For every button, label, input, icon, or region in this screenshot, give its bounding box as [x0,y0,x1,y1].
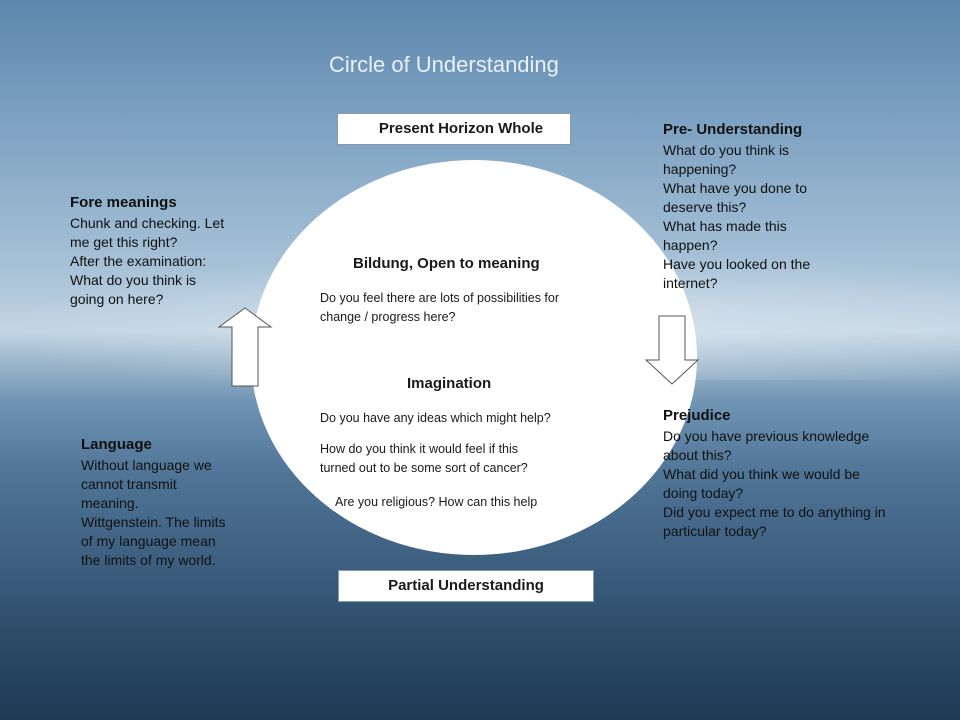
pre-understanding-line: happen? [663,237,718,253]
language-block: Language Without language we cannot tran… [81,435,225,570]
bildung-question: Do you feel there are lots of possibilit… [320,289,559,327]
language-line: cannot transmit [81,476,177,492]
prejudice-block: Prejudice Do you have previous knowledge… [663,406,886,541]
imagination-question-line: How do you think it would feel if this [320,442,519,456]
language-heading: Language [81,436,152,453]
language-line: of my language mean [81,533,216,549]
imagination-question-religious: Are you religious? How can this help [335,495,538,509]
fore-meanings-line: After the examination: [70,253,207,269]
language-line: meaning. [81,495,139,511]
present-horizon-whole-box: Present Horizon Whole [337,113,571,145]
up-arrow-icon [217,307,273,387]
prejudice-line: What did you think we would be [663,466,860,482]
fore-meanings-block: Fore meanings Chunk and checking. Let me… [70,193,224,309]
pre-understanding-line: Have you looked on the [663,256,811,272]
imagination-question-ideas: Do you have any ideas which might help? [320,411,551,425]
page-title: Circle of Understanding [329,52,559,77]
pre-understanding-heading: Pre- Understanding [663,121,803,138]
pre-understanding-line: internet? [663,275,718,291]
prejudice-heading: Prejudice [663,407,731,424]
fore-meanings-line: Chunk and checking. Let [70,215,225,231]
language-line: Wittgenstein. The limits [81,514,226,530]
fore-meanings-line: going on here? [70,291,164,307]
partial-understanding-box: Partial Understanding [338,570,594,602]
imagination-heading: Imagination [407,375,492,392]
imagination-question-line: turned out to be some sort of cancer? [320,461,528,475]
language-line: Without language we [81,457,212,473]
pre-understanding-line: What has made this [663,218,787,234]
fore-meanings-line: What do you think is [70,272,197,288]
pre-understanding-line: What do you think is [663,142,790,158]
bildung-question-line: Do you feel there are lots of possibilit… [320,291,560,305]
bildung-heading: Bildung, Open to meaning [353,255,540,272]
prejudice-line: about this? [663,447,732,463]
bildung-question-line: change / progress here? [320,310,456,324]
pre-understanding-line: What have you done to [663,180,807,196]
prejudice-line: Did you expect me to do anything in [663,504,886,520]
fore-meanings-line: me get this right? [70,234,178,250]
fore-meanings-heading: Fore meanings [70,194,177,211]
understanding-circle [251,160,697,555]
down-arrow-icon [644,315,700,385]
pre-understanding-line: happening? [663,161,737,177]
language-line: the limits of my world. [81,552,216,568]
prejudice-line: doing today? [663,485,744,501]
prejudice-line: Do you have previous knowledge [663,428,870,444]
pre-understanding-line: deserve this? [663,199,747,215]
pre-understanding-block: Pre- Understanding What do you think is … [663,120,810,293]
imagination-question-cancer: How do you think it would feel if this t… [320,440,528,478]
prejudice-line: particular today? [663,523,767,539]
